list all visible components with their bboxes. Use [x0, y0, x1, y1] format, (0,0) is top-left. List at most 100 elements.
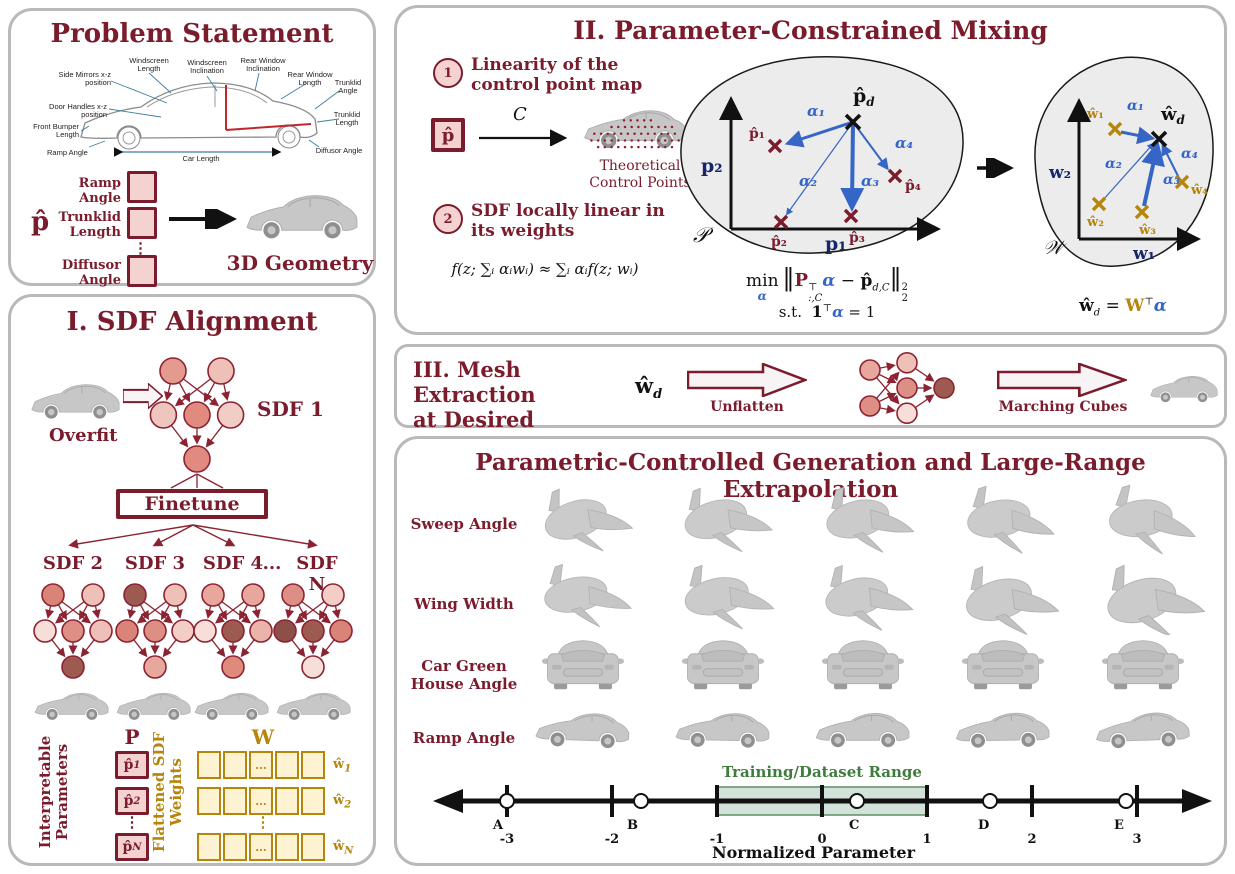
w2-row-label: ŵ2	[333, 793, 352, 811]
w-vdots: ⋮	[255, 813, 271, 831]
param-box-2	[127, 207, 157, 239]
car-label-windscreen-inclination: Windscreen Inclination	[187, 58, 227, 76]
car-front-4	[961, 635, 1045, 693]
car-label-side-mirrors: Side Mirrors x-z position	[58, 70, 111, 88]
geometry-label: 3D Geometry	[226, 251, 374, 275]
parameter-number-line: Training/Dataset Range A B C D E -3 -2 -…	[433, 765, 1212, 845]
plane-sweep-3	[808, 483, 922, 555]
plane-sweep-4	[948, 483, 1064, 555]
panel-generation: Parametric-Controlled Generation and Lar…	[394, 436, 1227, 866]
min-under-alpha: α	[757, 289, 767, 303]
sdf1-label: SDF 1	[257, 397, 324, 421]
wn-row-label: ŵN	[333, 839, 354, 857]
phat-target-sub: d,C	[872, 282, 890, 294]
item1-circle: 1	[433, 58, 463, 88]
finetune-fanout-arrows	[68, 524, 318, 549]
caption-line1: Theoretical	[599, 158, 681, 174]
sdf3-label: SDF 3	[124, 553, 186, 574]
sdf1-network	[149, 357, 245, 473]
p-hat-symbol: p̂	[31, 207, 50, 237]
geometry-car-image	[241, 187, 363, 243]
tick-3: 3	[1132, 832, 1141, 845]
marker-e: E	[1114, 818, 1124, 833]
w1-row-label: ŵ1	[333, 757, 352, 775]
tick-0: 0	[817, 832, 826, 845]
item2-text: SDF locally linear in its weights	[471, 201, 665, 241]
training-range-label: Training/Dataset Range	[722, 765, 922, 781]
car-label-trunklid-angle: Trunklid Angle	[334, 78, 362, 96]
norm-close: ‖	[889, 264, 902, 292]
marker-d: D	[978, 818, 989, 833]
panel-problem-statement: Problem Statement Side Mirrors x-z posit…	[8, 8, 376, 288]
w-row-1: ...	[197, 751, 325, 779]
axis-left-arrowhead	[433, 789, 463, 813]
car-ramp-3	[811, 707, 915, 751]
marker-a: A	[492, 818, 504, 833]
w-cell	[223, 787, 247, 815]
plane-wing-3	[808, 561, 920, 633]
equals-sign: =	[1105, 296, 1120, 316]
mixing-equation: ŵd = W⊤α	[1023, 296, 1223, 318]
param-label-ramp-angle: Ramp Angle	[78, 176, 121, 206]
w-cell	[197, 787, 221, 815]
panel-parameter-constrained-mixing: II. Parameter-Constrained Mixing 1 Linea…	[394, 5, 1227, 335]
alpha2-label: α₂	[799, 172, 818, 190]
w-cell	[223, 751, 247, 779]
w-row-2: ...	[197, 787, 325, 815]
pn-box: p̂N	[115, 833, 149, 861]
car-front-5	[1101, 635, 1185, 693]
tick--2: -2	[605, 832, 619, 845]
sdf3-network	[115, 583, 195, 679]
panel-sdf-alignment: I. SDF Alignment Overfit SDF 1 Finetune …	[8, 294, 376, 866]
param-label-trunklid-length: Trunklid Length	[58, 210, 121, 240]
input-car-image	[27, 375, 124, 425]
alpha4-label: α₄	[895, 134, 913, 152]
ones-transpose: ⊤	[822, 303, 833, 314]
w-cell	[197, 751, 221, 779]
flattened-line1: Flattened SDF	[150, 731, 168, 853]
overfit-label: Overfit	[49, 425, 118, 446]
sdfn-car	[273, 689, 355, 722]
w-cell	[275, 833, 299, 861]
marker-b: B	[627, 818, 638, 833]
sdfn-label: SDF N	[296, 553, 338, 595]
mesh-title-line1: III. Mesh Extraction	[413, 357, 536, 408]
w2-axis-label: w₂	[1048, 163, 1071, 183]
car-label-front-bumper: Front Bumper Length	[33, 122, 79, 140]
car-front-2	[681, 635, 765, 693]
map-c-label: C	[513, 104, 527, 125]
p-space-symbol: 𝒫	[693, 223, 714, 247]
w-alpha2-label: α₂	[1105, 156, 1122, 172]
p1-sub: 1	[133, 759, 141, 771]
w-cell	[197, 833, 221, 861]
unflatten-label: Unflatten	[710, 399, 784, 415]
spaces-mapping-arrow	[977, 158, 1014, 178]
w-cell-dots: ...	[249, 833, 273, 861]
param-label-diffusor-angle: Diffusor Angle	[61, 258, 121, 288]
car-ramp-2	[671, 707, 775, 751]
marching-cubes-label: Marching Cubes	[998, 399, 1128, 415]
mesh-network	[859, 352, 955, 424]
marker-c: C	[849, 818, 859, 833]
plane-wing-1	[528, 561, 638, 633]
interpretable-line2: Parameters	[53, 743, 72, 841]
w-space-blob: w₂ w₁ 𝒲 ŵd ŵ₁ ŵ₂ ŵ₃ ŵ₄ α₁ α₂ α₃ α₄	[1034, 56, 1214, 267]
p3-point-label: p̂₃	[849, 230, 865, 246]
p2-axis-label: p₂	[701, 155, 723, 177]
constraint-alpha: α	[832, 303, 844, 321]
plane-sweep-5	[1088, 483, 1208, 555]
row-label-ramp-angle: Ramp Angle	[412, 729, 516, 747]
plane-sweep-2	[668, 483, 778, 555]
control-points-caption: Theoretical Control Points	[565, 158, 715, 192]
car-parameter-diagram: Side Mirrors x-z position Windscreen Len…	[19, 51, 371, 169]
row-label-sweep-angle: Sweep Angle	[410, 515, 518, 533]
w1-axis-label: w₁	[1132, 244, 1155, 264]
mesh-output-car	[1147, 359, 1221, 417]
w-cell	[301, 787, 325, 815]
sdf4-car	[191, 689, 273, 722]
car-label-rear-window-length: Rear Window Length	[287, 70, 333, 88]
car-ramp-4	[951, 707, 1055, 751]
car-outline-drawing	[80, 72, 340, 157]
tick--1: -1	[710, 832, 724, 845]
